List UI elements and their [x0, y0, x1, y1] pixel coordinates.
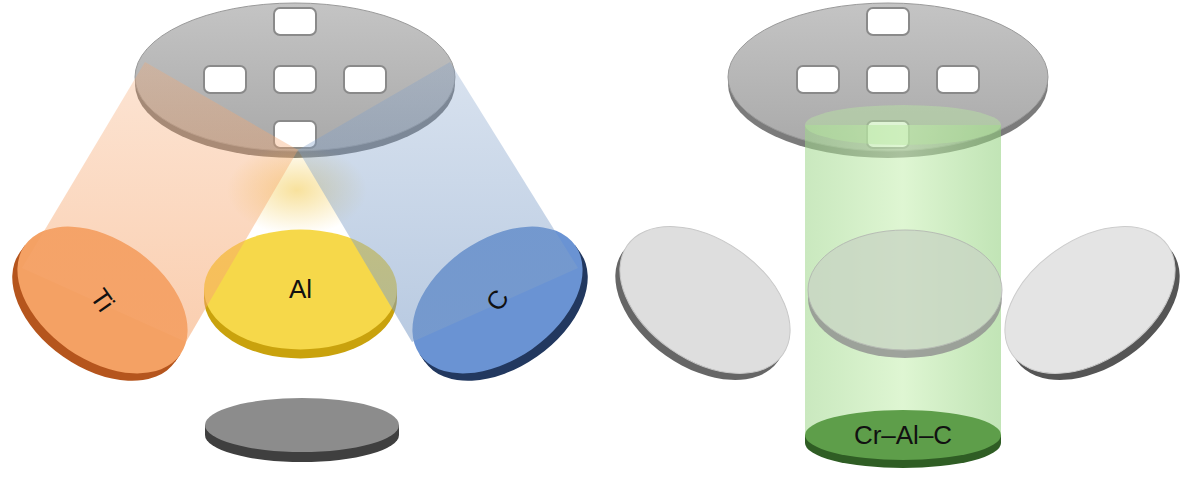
ti-beam [22, 62, 298, 342]
idle-target [808, 230, 1002, 358]
sputter-target: Ti [5, 225, 200, 375]
idle-target [978, 196, 1188, 410]
cr-al-c-plume [805, 125, 1001, 443]
substrate-holder [135, 3, 455, 158]
al-plume [227, 145, 367, 235]
idle-target [205, 398, 399, 462]
target-label: Al [289, 275, 312, 304]
idle-target [588, 196, 817, 410]
sputter-target: Al [203, 228, 398, 360]
c-beam [298, 62, 578, 342]
target-label: Cr–Al–C [854, 421, 952, 450]
sputter-target: Cr–Al–C [804, 410, 1002, 468]
substrate-holder [728, 3, 1048, 158]
sputter-target: C [400, 225, 595, 375]
cr-al-c-plume [805, 105, 1001, 145]
